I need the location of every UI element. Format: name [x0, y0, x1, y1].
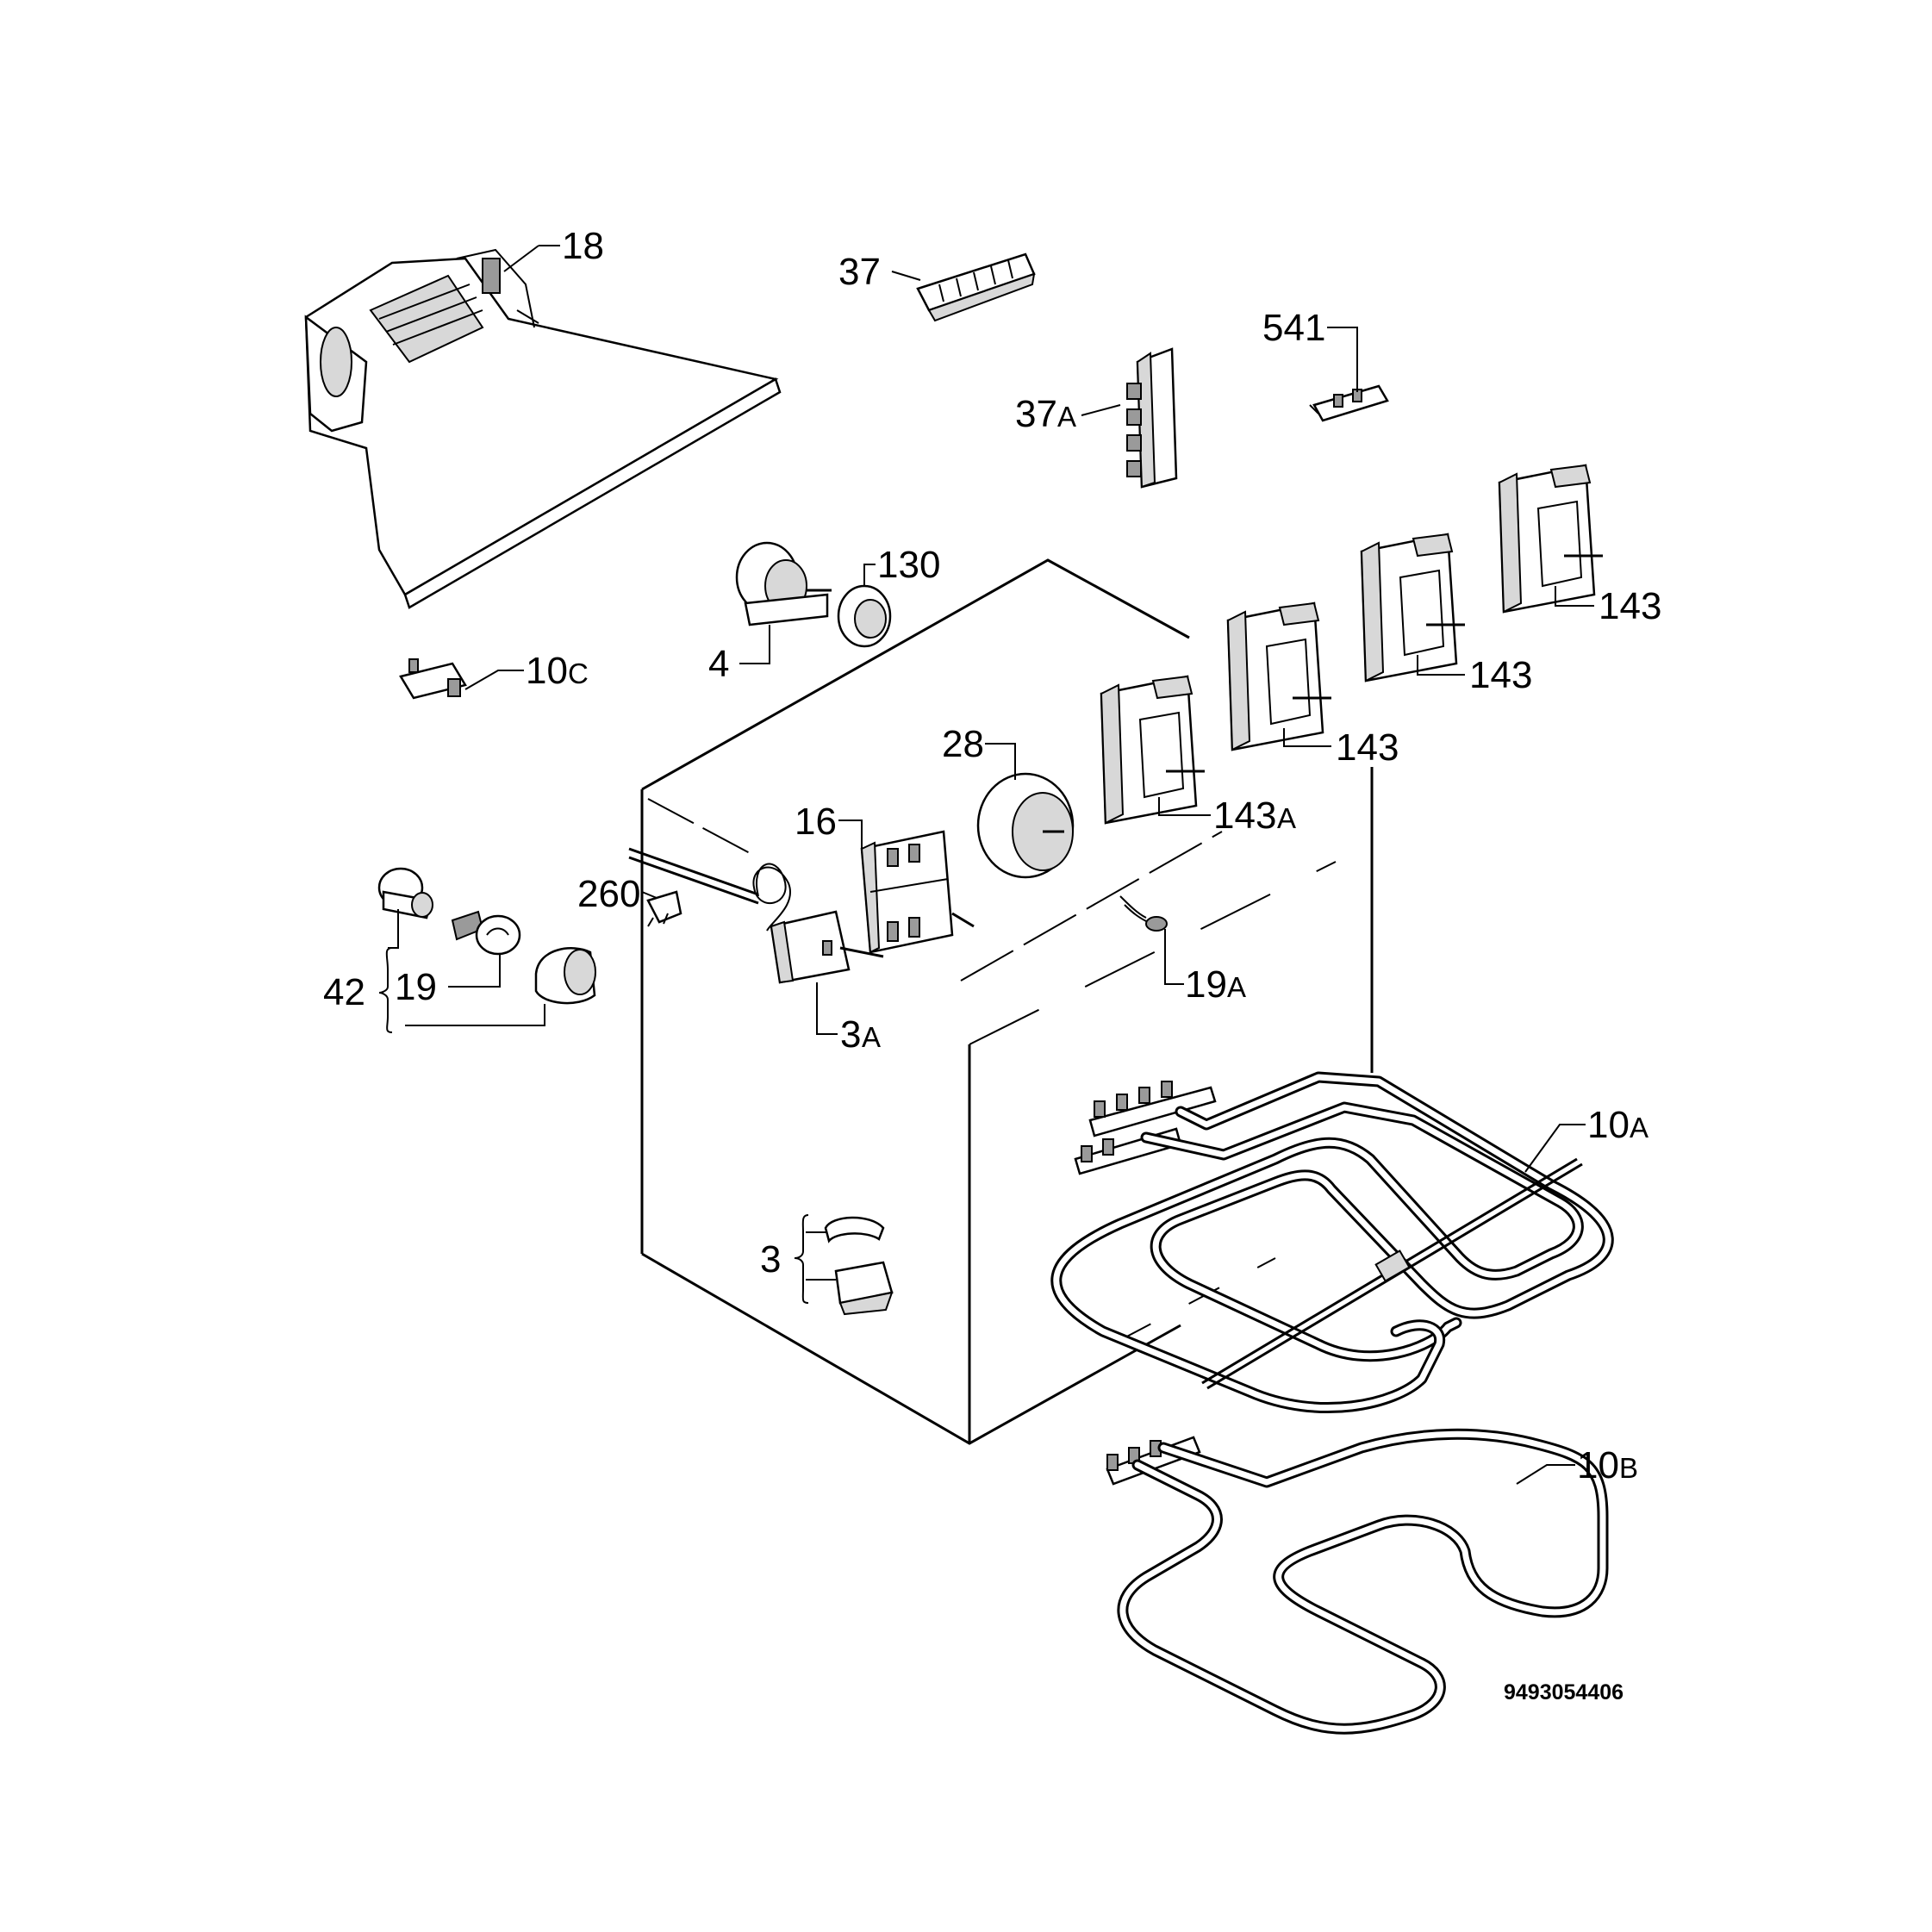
label-37: 37 [838, 251, 881, 293]
label-16: 16 [795, 801, 837, 843]
label-541: 541 [1262, 307, 1325, 349]
leader-4 [739, 625, 770, 664]
label-3a: 3 A [840, 1013, 881, 1056]
svg-text:37: 37 [1015, 393, 1057, 435]
label-18: 18 [562, 225, 604, 267]
leader-19 [448, 955, 501, 988]
bottom-heating-element-icon [1106, 1428, 1609, 1735]
label-130: 130 [877, 544, 940, 586]
selector-switch-icon [860, 830, 975, 954]
leader-10b [1516, 1464, 1575, 1485]
svg-text:A: A [1277, 802, 1296, 834]
leader-19a [1164, 929, 1184, 985]
svg-text:B: B [1619, 1452, 1638, 1484]
leader-143-3 [1283, 728, 1331, 747]
leader-42-cover [405, 1004, 545, 1026]
label-42: 42 [323, 971, 365, 1013]
terminal-block-icon [916, 252, 1036, 322]
label-37a: 37 A [1015, 393, 1076, 435]
grommet-icon [837, 584, 892, 648]
label-143-2: 143 [1469, 654, 1532, 696]
leader-143a [1158, 797, 1211, 816]
energy-regulator-icon [1360, 533, 1465, 682]
drawing-code: 9493054406 [1504, 1680, 1624, 1705]
label-19: 19 [395, 966, 437, 1008]
grill-heating-element-icon [1050, 1071, 1614, 1413]
label-10c: 10 C [526, 650, 589, 692]
label-143a: 143 A [1213, 795, 1296, 837]
leader-260 [641, 891, 658, 899]
energy-regulator-icon [1498, 464, 1603, 614]
leader-130 [863, 564, 876, 586]
svg-text:A: A [1057, 401, 1076, 433]
leader-16 [838, 820, 863, 849]
connector-clip-icon [1309, 384, 1389, 422]
leader-28 [985, 743, 1016, 780]
svg-text:A: A [862, 1021, 881, 1053]
leader-37 [891, 271, 921, 281]
terminal-strip-icon [1126, 347, 1178, 489]
label-10b: 10 B [1577, 1444, 1638, 1486]
leader-3a [816, 982, 838, 1035]
svg-text:10: 10 [1577, 1444, 1619, 1486]
leader-18 [503, 245, 539, 272]
label-143-3: 143 [1336, 726, 1399, 769]
svg-text:143: 143 [1213, 795, 1276, 837]
energy-regulator-icon [1100, 675, 1205, 825]
clip-icon [646, 890, 682, 927]
lamp-cover-icon [534, 947, 596, 1005]
svg-text:19: 19 [1185, 963, 1227, 1006]
brace-3 [794, 1214, 809, 1304]
lamp-holder-icon [377, 867, 433, 919]
label-10a: 10 A [1587, 1104, 1648, 1146]
oven-cabinet-outline [640, 558, 1374, 1445]
brace-42 [378, 947, 393, 1033]
lamp-bulb-icon [451, 910, 521, 956]
timer-icon [976, 772, 1075, 879]
leader-37a [1081, 404, 1121, 416]
fan-motor-icon [735, 541, 832, 626]
svg-text:10: 10 [1587, 1104, 1630, 1146]
leader-42-holder [388, 909, 399, 949]
svg-text:A: A [1630, 1112, 1648, 1144]
energy-regulator-icon [1226, 601, 1331, 751]
leader-541 [1327, 327, 1358, 392]
label-143-1: 143 [1599, 585, 1661, 627]
safety-thermostat-icon [824, 1216, 894, 1316]
svg-text:C: C [568, 658, 589, 689]
cooling-fan-duct-icon [304, 248, 782, 609]
svg-text:A: A [1227, 971, 1246, 1003]
label-3: 3 [760, 1238, 781, 1281]
thermostat-icon [628, 847, 884, 984]
svg-text:10: 10 [526, 650, 568, 692]
indicator-lamp-icon [1119, 895, 1168, 932]
thermal-cutout-icon [399, 658, 467, 700]
leader-143-1 [1555, 586, 1594, 607]
label-4: 4 [708, 643, 729, 685]
svg-text:3: 3 [840, 1013, 861, 1056]
leader-10c [464, 670, 524, 690]
label-28: 28 [942, 723, 984, 765]
leader-10a [1524, 1124, 1586, 1173]
label-19a: 19 A [1185, 963, 1246, 1006]
leader-143-2 [1417, 655, 1465, 676]
label-260: 260 [577, 873, 640, 915]
